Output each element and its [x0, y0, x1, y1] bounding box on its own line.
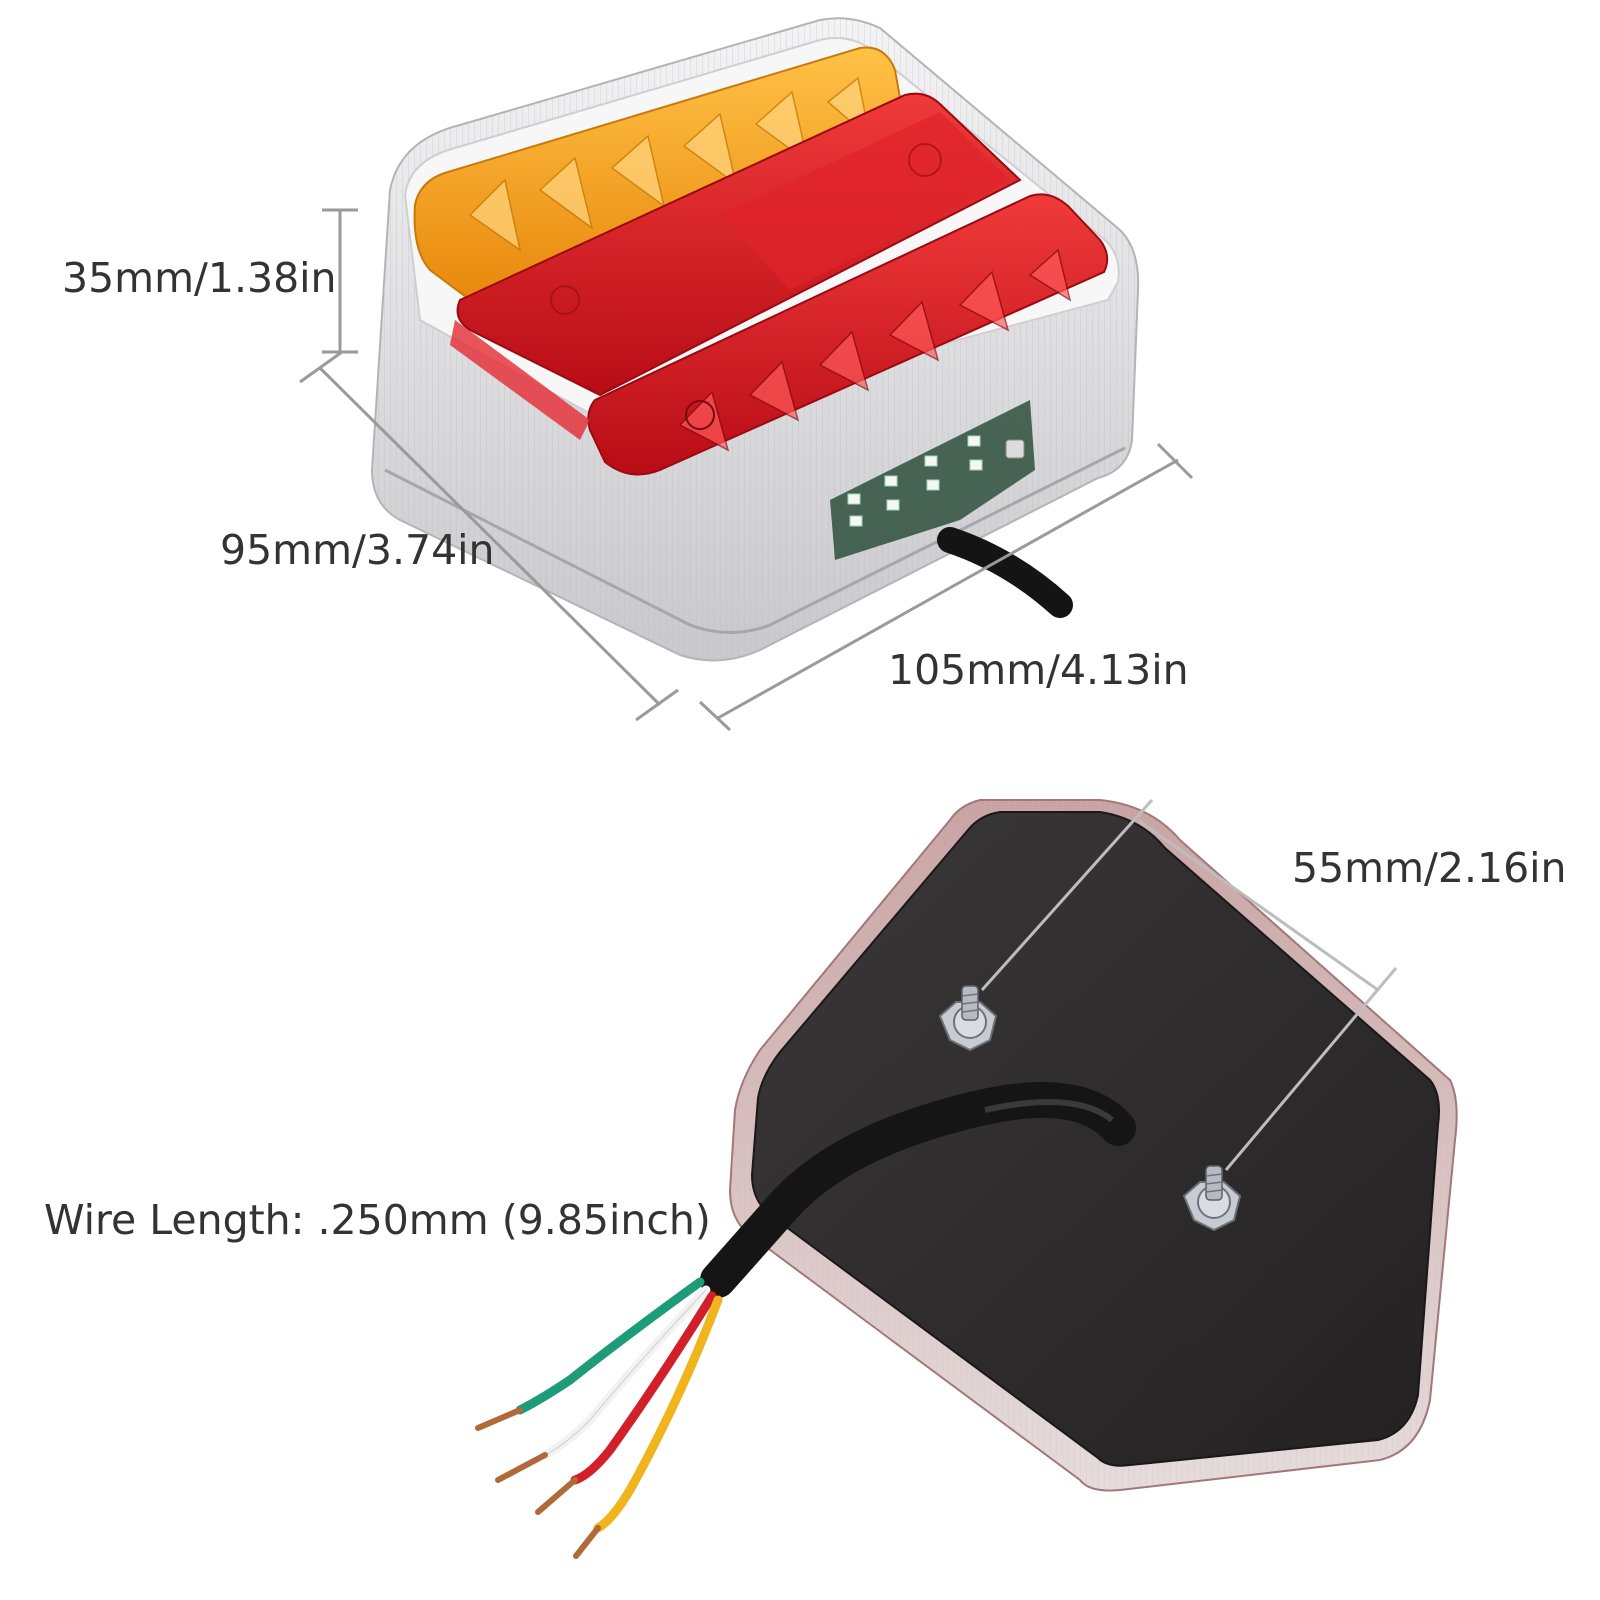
tail-light-back-image [475, 799, 1458, 1559]
height-dimension-label: 35mm/1.38in [62, 254, 337, 302]
mounting-bolt-icon [1182, 1165, 1242, 1232]
width-dimension-label: 105mm/4.13in [888, 646, 1189, 694]
wire-length-label: Wire Length: .250mm (9.85inch) [44, 1196, 711, 1244]
mounting-bolt-icon [938, 985, 998, 1052]
tail-light-front-image [370, 17, 1140, 662]
hole-spacing-dimension-label: 55mm/2.16in [1292, 844, 1567, 892]
depth-dimension-label: 95mm/3.74in [220, 526, 495, 574]
wire-bundle-icon [475, 1082, 1136, 1559]
dimension-lines-front [299, 208, 1194, 732]
dimension-lines-back [980, 798, 1398, 1171]
